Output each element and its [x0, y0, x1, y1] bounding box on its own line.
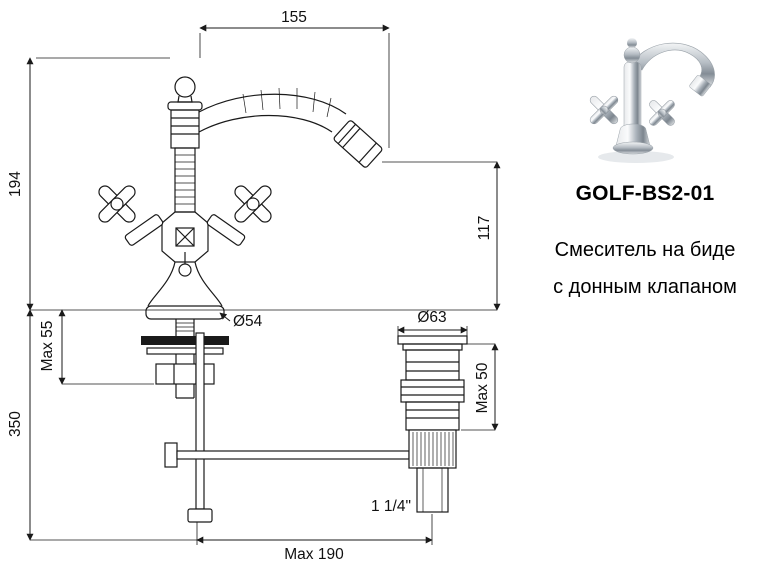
shank-threads — [176, 322, 194, 332]
dim-label-max55: Max 55 — [39, 321, 56, 372]
left-cross-handle — [98, 185, 136, 223]
dim-label-155: 155 — [281, 9, 307, 26]
body-ribs — [175, 154, 195, 205]
dim-label-194: 194 — [7, 171, 24, 197]
technical-drawing-svg: 155 194 Max 55 350 117 Max 50 Ø63 Ø54 Ma… — [7, 9, 501, 563]
technical-drawing: 155 194 Max 55 350 117 Max 50 Ø63 Ø54 Ma… — [7, 9, 501, 563]
dim-label-d63: Ø63 — [417, 309, 446, 326]
product-photo — [558, 10, 733, 170]
dim-label-thread: 1 1/4" — [371, 498, 411, 515]
product-description-line1: Смеситель на биде — [554, 239, 736, 261]
product-description-line2: с донным клапаном — [553, 276, 737, 298]
dimension-labels: 155 194 Max 55 350 117 Max 50 Ø63 Ø54 Ma… — [7, 9, 493, 563]
product-info: GOLF-BS2-01 Смеситель на биде с донным к… — [530, 0, 760, 577]
right-handle-stem — [206, 214, 246, 246]
left-handle-stem — [124, 214, 164, 246]
dim-label-117: 117 — [476, 216, 493, 241]
spout-ribs — [242, 87, 332, 118]
dim-label-max50: Max 50 — [474, 362, 491, 413]
product-description: Смеситель на биде с донным клапаном — [530, 232, 760, 306]
dim-label-350: 350 — [7, 411, 24, 437]
tailpipe-lines — [422, 468, 443, 512]
product-code: GOLF-BS2-01 — [575, 182, 715, 205]
right-cross-handle — [234, 185, 272, 223]
spout-outlet — [333, 120, 383, 168]
faucet-drawing — [98, 76, 410, 523]
dim-label-max190: Max 190 — [284, 546, 344, 563]
drain-drawing — [397, 335, 468, 513]
dimension-lines — [26, 24, 501, 545]
dim-label-d54: Ø54 — [233, 313, 263, 330]
chrome-faucet-photo-illustration — [589, 38, 715, 163]
drain-threads — [412, 432, 454, 466]
